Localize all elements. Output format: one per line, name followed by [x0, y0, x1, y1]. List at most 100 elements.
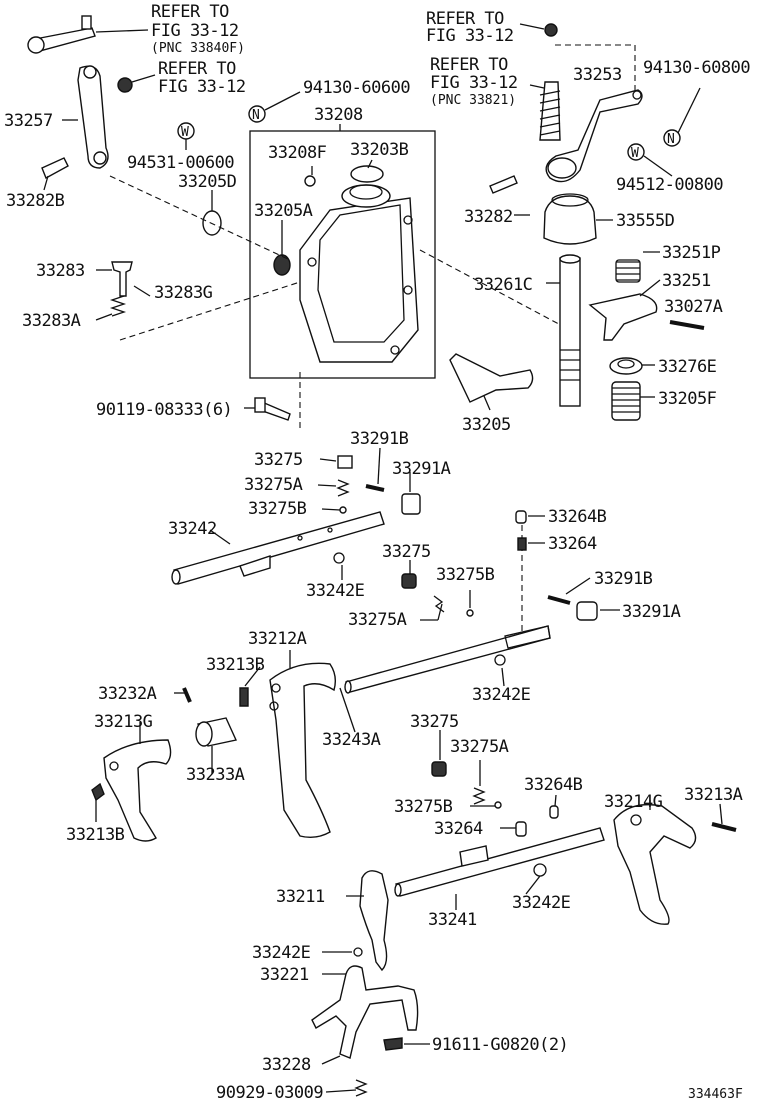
label-33213b-1: 33213B — [206, 655, 265, 675]
label-33291a-1: 33291A — [392, 459, 451, 479]
label-33233a: 33233A — [186, 765, 245, 785]
seal-33205a — [273, 254, 291, 276]
pin-33232a — [182, 687, 192, 703]
label-33205: 33205 — [462, 415, 511, 435]
label-33275b-3: 33275B — [394, 797, 453, 817]
plug-33275-1 — [337, 455, 353, 469]
label-refer3: REFER TO — [426, 9, 504, 29]
label-33221: 33221 — [260, 965, 309, 985]
label-33251: 33251 — [662, 271, 711, 291]
label-94531-00600: 94531-00600 — [127, 153, 234, 173]
plug-33264b-2 — [549, 805, 559, 819]
label-refer2b: FIG 33-12 — [158, 77, 246, 97]
seat-33276e — [609, 357, 643, 375]
pin-33283g — [133, 285, 151, 297]
label-33275-3: 33275 — [410, 712, 459, 732]
labels: REFER TO FIG 33-12 (PNC 33840F) REFER TO… — [4, 2, 751, 1103]
label-33203b: 33203B — [350, 140, 409, 160]
spring-90929 — [354, 1079, 368, 1097]
label-33276e: 33276E — [658, 357, 717, 377]
block-33291a-1 — [401, 493, 421, 515]
label-refer4b: FIG 33-12 — [430, 73, 518, 93]
lever-33211 — [359, 870, 389, 972]
shaft-33243a — [344, 625, 551, 694]
pin-33264-1 — [517, 537, 527, 551]
label-33232a: 33232A — [98, 684, 157, 704]
spring-33251p — [615, 259, 641, 283]
spring-33283a — [109, 295, 127, 317]
bolt-33213b-2 — [91, 782, 105, 802]
shaft-33261c — [559, 254, 581, 407]
leader-33203b — [367, 159, 373, 169]
pin-33283 — [111, 261, 133, 297]
guide-line-4 — [419, 249, 571, 331]
label-33205a: 33205A — [254, 201, 313, 221]
washer-w-icon: W — [177, 122, 195, 150]
pin-33213a — [711, 822, 737, 832]
label-33213b-2: 33213B — [66, 825, 125, 845]
label-33275-1: 33275 — [254, 450, 303, 470]
clip-33242e-4 — [533, 863, 547, 877]
boot-33555d — [543, 193, 597, 245]
pin-33282b — [41, 157, 69, 191]
plug-33275-2 — [401, 573, 417, 589]
fork-33213g — [103, 739, 172, 842]
label-33291a-2: 33291A — [622, 602, 681, 622]
spring-33275a-3 — [472, 787, 486, 805]
label-33242e-3: 33242E — [252, 943, 311, 963]
pin-33213b-1 — [239, 687, 249, 707]
spring-33275a-1 — [336, 479, 350, 497]
label-refer2: REFER TO — [158, 59, 236, 79]
label-refer4: REFER TO — [430, 55, 508, 75]
spring-33205f — [611, 381, 641, 421]
label-33555d: 33555D — [616, 211, 675, 231]
label-33291b-1: 33291B — [350, 429, 409, 449]
label-33242: 33242 — [168, 519, 217, 539]
clip-33242e-3 — [353, 947, 363, 957]
shaft-33242 — [171, 511, 385, 585]
ball-joint-33821 — [529, 81, 561, 141]
label-94512-00800: 94512-00800 — [616, 175, 723, 195]
label-33275a-1: 33275A — [244, 475, 303, 495]
label-33257: 33257 — [4, 111, 53, 131]
nut-n-icon: N — [248, 91, 301, 123]
shaft-33241 — [394, 827, 605, 897]
label-33241: 33241 — [428, 910, 477, 930]
label-33243a: 33243A — [322, 730, 381, 750]
label-33264-1: 33264 — [548, 534, 597, 554]
guide-line-5 — [555, 44, 636, 95]
label-33242e-4: 33242E — [512, 893, 571, 913]
label-33261c: 33261C — [474, 275, 532, 295]
label-33205d: 33205D — [178, 172, 237, 192]
lever-33205 — [449, 353, 534, 403]
label-33253: 33253 — [573, 65, 622, 85]
label-94130-60600: 94130-60600 — [303, 78, 410, 98]
label-refer1: REFER TO — [151, 2, 229, 22]
label-33228: 33228 — [262, 1055, 311, 1075]
label-33242e-1: 33242E — [306, 581, 365, 601]
pin-33291b-2 — [547, 595, 571, 605]
label-33208: 33208 — [314, 105, 363, 125]
label-33213a: 33213A — [684, 785, 743, 805]
ball-33275b-2 — [466, 609, 474, 617]
label-33291b-2: 33291B — [594, 569, 653, 589]
figure-id: 334463F — [688, 1087, 743, 1102]
label-33264-2: 33264 — [434, 819, 483, 839]
pin-33291b-1 — [365, 484, 385, 492]
label-33283g: 33283G — [154, 283, 213, 303]
guide-line-1 — [109, 175, 291, 261]
label-refer1c: (PNC 33840F) — [151, 41, 245, 56]
plug-33275-3 — [431, 761, 447, 777]
bolt-refer3 — [519, 23, 558, 37]
spring-33275a-2 — [433, 595, 445, 613]
label-33275a-2: 33275A — [348, 610, 407, 630]
label-33208f: 33208F — [268, 143, 327, 163]
label-33211: 33211 — [276, 887, 325, 907]
pin-33027a — [669, 320, 705, 330]
assembly-box-33208 — [249, 130, 436, 379]
ball-33275b-3 — [494, 801, 502, 809]
bolt-90119 — [254, 397, 291, 421]
label-33212a: 33212A — [248, 629, 307, 649]
label-refer1b: FIG 33-12 — [151, 21, 239, 41]
